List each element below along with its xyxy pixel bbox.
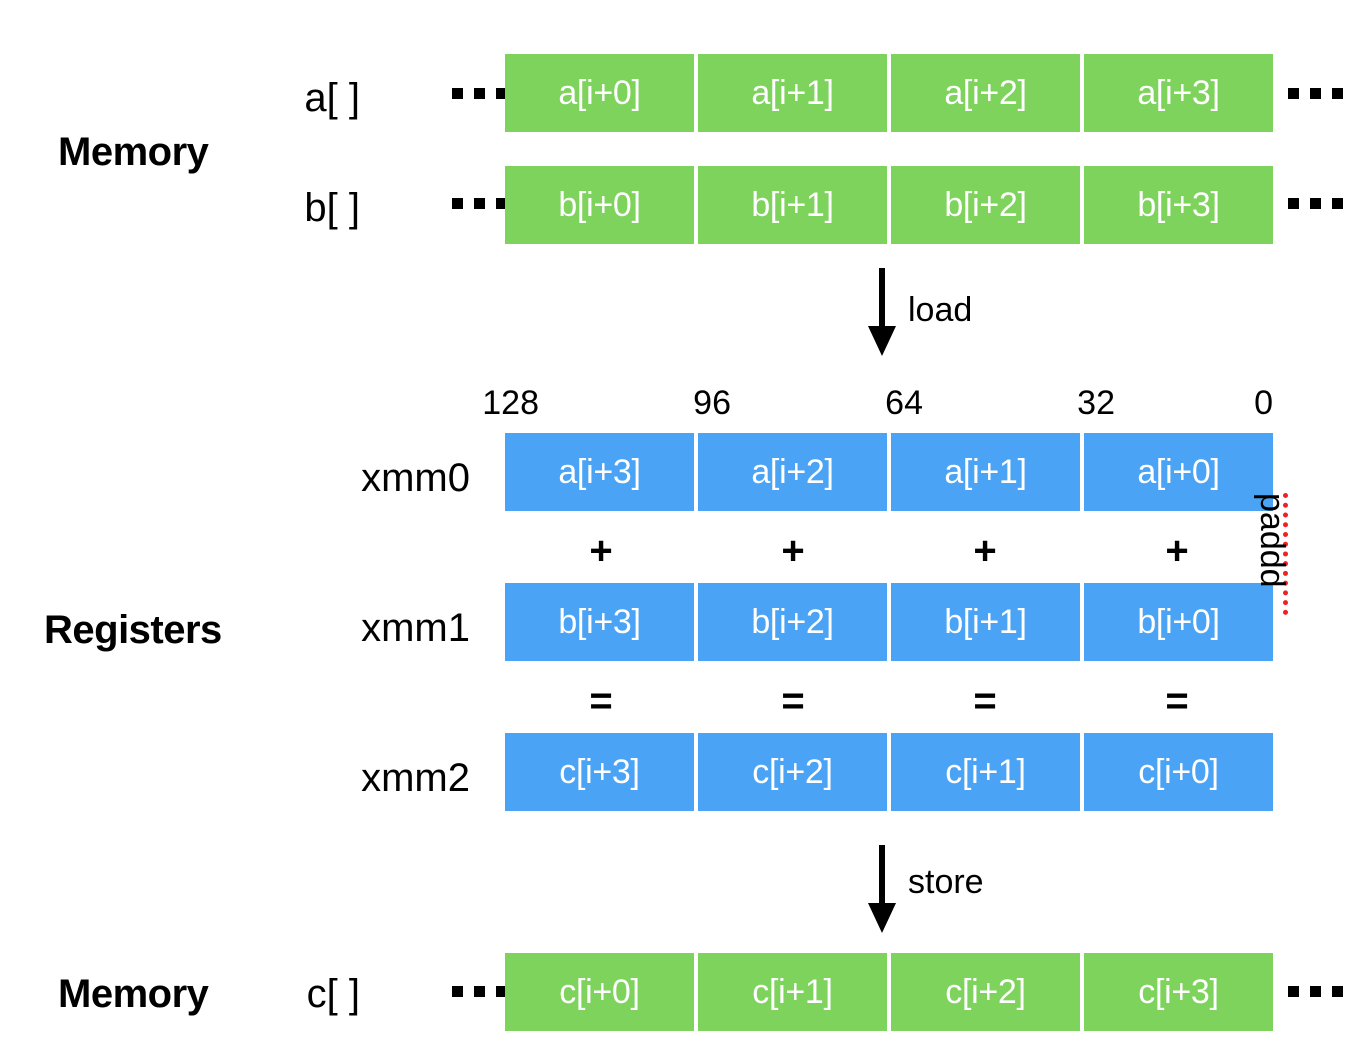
- register-cell: b[i+0]: [1084, 583, 1273, 661]
- register-cell: b[i+1]: [891, 583, 1084, 661]
- load-arrow-icon: [868, 268, 896, 356]
- register-cell: b[i+3]: [505, 583, 698, 661]
- bit-tick: 96: [693, 384, 731, 422]
- memory-cell: a[i+0]: [505, 54, 698, 132]
- memory-cell: b[i+2]: [891, 166, 1084, 244]
- bit-tick: 128: [482, 384, 539, 422]
- memory-cell: a[i+1]: [698, 54, 891, 132]
- leading-ellipsis-array-c: [452, 986, 507, 997]
- register-cell: a[i+1]: [891, 433, 1084, 511]
- equals-operator: =: [781, 679, 805, 723]
- instruction-label-paddd: paddd: [1253, 493, 1291, 588]
- leading-ellipsis-array-b: [452, 198, 507, 209]
- plus-operator: +: [781, 529, 805, 573]
- plus-operator: +: [1165, 529, 1189, 573]
- memory-cell: a[i+2]: [891, 54, 1084, 132]
- memory-cell: b[i+1]: [698, 166, 891, 244]
- register-cell: c[i+0]: [1084, 733, 1273, 811]
- row-label-xmm0: xmm0: [361, 456, 470, 500]
- row-label-array-c: c[ ]: [306, 972, 360, 1016]
- bit-tick: 32: [1077, 384, 1115, 422]
- memory-strip-array-c: c[i+0] c[i+1] c[i+2] c[i+3]: [505, 953, 1273, 1031]
- store-arrow-label: store: [908, 863, 984, 901]
- leading-ellipsis-array-a: [452, 88, 507, 99]
- trailing-ellipsis-array-c: [1288, 986, 1343, 997]
- operator-row-plus: + + + +: [505, 531, 1273, 571]
- trailing-ellipsis-array-b: [1288, 198, 1343, 209]
- bit-position-ruler: 128 96 64 32 0: [482, 384, 1273, 424]
- memory-cell: c[i+2]: [891, 953, 1084, 1031]
- bit-tick: 64: [885, 384, 923, 422]
- memory-cell: c[i+3]: [1084, 953, 1273, 1031]
- memory-cell: c[i+1]: [698, 953, 891, 1031]
- register-cell: a[i+3]: [505, 433, 698, 511]
- section-label-memory-bottom: Memory: [58, 972, 209, 1016]
- equals-operator: =: [589, 679, 613, 723]
- section-label-registers: Registers: [44, 608, 222, 652]
- memory-cell: c[i+0]: [505, 953, 698, 1031]
- register-cell: a[i+2]: [698, 433, 891, 511]
- memory-strip-array-a: a[i+0] a[i+1] a[i+2] a[i+3]: [505, 54, 1273, 132]
- register-strip-xmm1: b[i+3] b[i+2] b[i+1] b[i+0]: [505, 583, 1273, 661]
- store-arrow-icon: [868, 845, 896, 933]
- register-cell: a[i+0]: [1084, 433, 1273, 511]
- row-label-xmm1: xmm1: [361, 606, 470, 650]
- memory-cell: b[i+0]: [505, 166, 698, 244]
- register-cell: c[i+1]: [891, 733, 1084, 811]
- memory-cell: b[i+3]: [1084, 166, 1273, 244]
- row-label-xmm2: xmm2: [361, 756, 470, 800]
- row-label-array-b: b[ ]: [304, 186, 360, 230]
- trailing-ellipsis-array-a: [1288, 88, 1343, 99]
- register-cell: c[i+3]: [505, 733, 698, 811]
- memory-cell: a[i+3]: [1084, 54, 1273, 132]
- equals-operator: =: [973, 679, 997, 723]
- register-cell: c[i+2]: [698, 733, 891, 811]
- bit-tick: 0: [1254, 384, 1273, 422]
- load-arrow-label: load: [908, 291, 973, 329]
- register-cell: b[i+2]: [698, 583, 891, 661]
- operator-row-equals: = = = =: [505, 681, 1273, 721]
- register-strip-xmm0: a[i+3] a[i+2] a[i+1] a[i+0]: [505, 433, 1273, 511]
- section-label-memory-top: Memory: [58, 130, 209, 174]
- register-strip-xmm2: c[i+3] c[i+2] c[i+1] c[i+0]: [505, 733, 1273, 811]
- plus-operator: +: [589, 529, 613, 573]
- memory-strip-array-b: b[i+0] b[i+1] b[i+2] b[i+3]: [505, 166, 1273, 244]
- instruction-bracket-line: [1283, 493, 1288, 615]
- equals-operator: =: [1165, 679, 1189, 723]
- row-label-array-a: a[ ]: [304, 76, 360, 120]
- plus-operator: +: [973, 529, 997, 573]
